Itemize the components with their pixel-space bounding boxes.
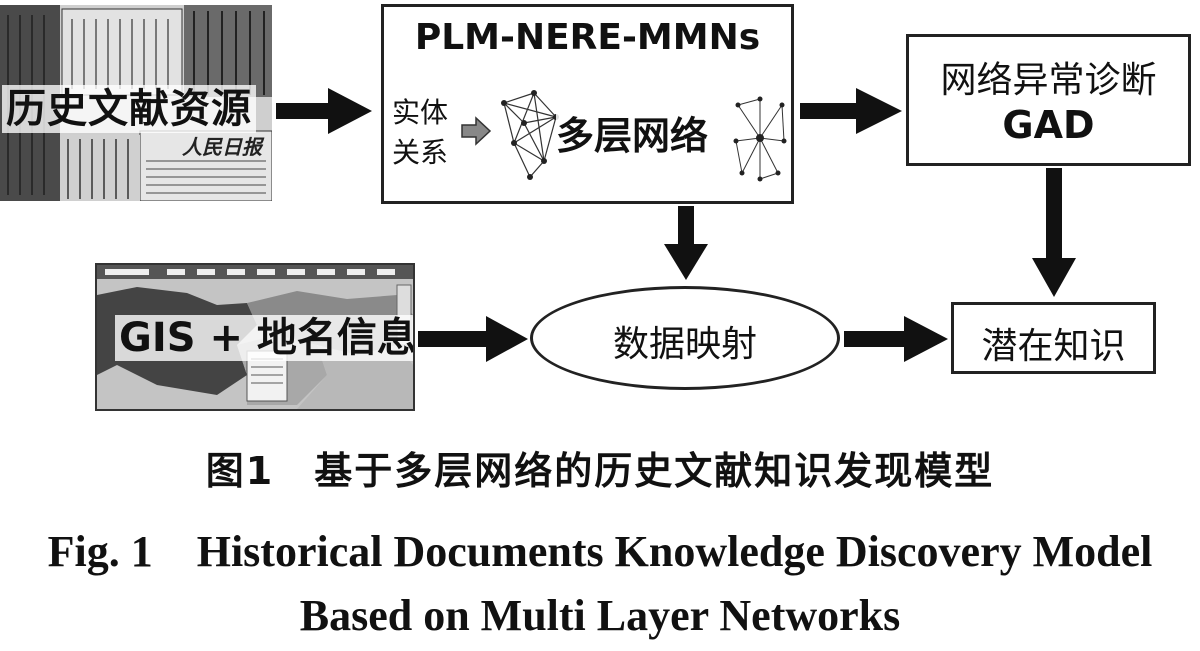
anomaly-diagnosis-label: 网络异常诊断 bbox=[940, 60, 1157, 101]
data-mapping-ellipse: 数据映射 bbox=[530, 286, 840, 390]
arrow-mapping-to-knowledge bbox=[844, 316, 948, 362]
historical-sources-image: 人民日报 历史文献资源 bbox=[0, 5, 272, 201]
arrow-gis-to-mapping bbox=[418, 316, 528, 362]
caption-chinese: 图1 基于多层网络的历史文献知识发现模型 bbox=[205, 449, 995, 493]
multilayer-network-label: 多层网络 bbox=[556, 105, 709, 160]
entity-label: 实体 bbox=[392, 96, 449, 129]
latent-knowledge-box: 潜在知识 bbox=[951, 302, 1156, 374]
gad-label: GAD bbox=[1002, 103, 1095, 147]
plm-title: PLM-NERE-MMNs bbox=[414, 17, 761, 58]
network-graph-right-icon bbox=[733, 96, 787, 182]
latent-knowledge-label: 潜在知识 bbox=[981, 326, 1126, 367]
newspaper-masthead: 人民日报 bbox=[182, 135, 262, 159]
data-mapping-label: 数据映射 bbox=[612, 324, 757, 365]
arrow-gad-to-knowledge bbox=[1032, 168, 1076, 297]
arrow-sources-to-plm bbox=[276, 88, 372, 134]
historical-sources-label: 历史文献资源 bbox=[2, 85, 256, 133]
network-graph-left-icon bbox=[501, 90, 559, 180]
arrow-plm-to-gad bbox=[800, 88, 902, 134]
relation-label: 关系 bbox=[392, 136, 449, 169]
gis-map-image: GIS + 地名信息 bbox=[95, 263, 415, 411]
arrow-right-icon bbox=[461, 116, 492, 146]
arrow-plm-to-mapping bbox=[664, 206, 708, 280]
anomaly-diagnosis-box: 网络异常诊断 GAD bbox=[906, 34, 1191, 166]
caption-english-line2: Based on Multi Layer Networks bbox=[299, 591, 901, 640]
plm-nere-mmns-box: PLM-NERE-MMNs 实体 关系 多层网络 bbox=[381, 4, 794, 204]
caption-english-line1: Fig. 1 Historical Documents Knowledge Di… bbox=[47, 527, 1153, 576]
gis-label: GIS + 地名信息 bbox=[115, 315, 413, 361]
